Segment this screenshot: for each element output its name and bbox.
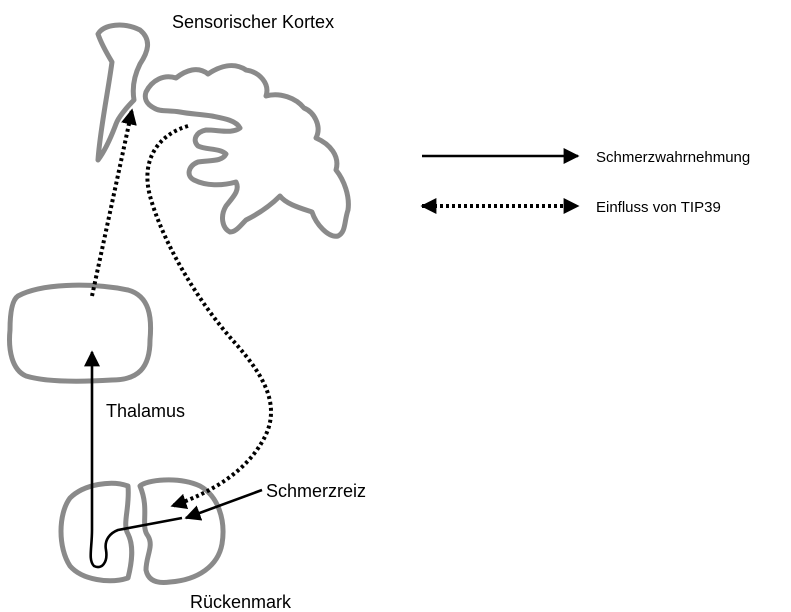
spinal-cord-label: Rückenmark bbox=[190, 592, 292, 612]
legend-tip39-label: Einfluss von TIP39 bbox=[596, 199, 721, 216]
legend-perception-label: Schmerzwahrnehmung bbox=[596, 149, 750, 166]
pain-perception-pathway bbox=[91, 352, 182, 567]
cortex-folded-region bbox=[145, 66, 348, 237]
cortex-upper-gyrus bbox=[98, 25, 148, 160]
stimulus-label: Schmerzreiz bbox=[266, 481, 366, 501]
thalamus-label: Thalamus bbox=[106, 401, 185, 421]
spinal-cord-right-half bbox=[140, 480, 223, 583]
cortex-label: Sensorischer Kortex bbox=[172, 12, 334, 32]
thalamus-outline bbox=[10, 285, 151, 381]
legend: Schmerzwahrnehmung Einfluss von TIP39 bbox=[422, 149, 750, 216]
